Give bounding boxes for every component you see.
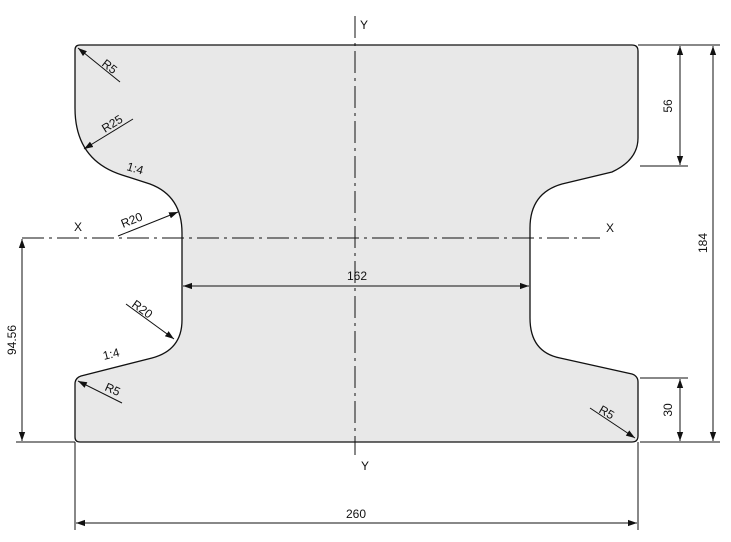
label-slope-lower: 1:4 — [101, 345, 121, 363]
label-slope-upper: 1:4 — [125, 159, 145, 177]
x-axis-label-left: X — [74, 220, 82, 234]
leader-r5-bottom-left — [77, 380, 123, 404]
y-axis-label-bottom: Y — [361, 459, 369, 473]
leader-r25 — [83, 118, 134, 150]
label-r20-lower: R20 — [129, 297, 155, 321]
dim-text-bottom-flange: 30 — [661, 403, 675, 417]
y-axis-label-top: Y — [360, 18, 368, 32]
dim-text-base-width: 260 — [346, 507, 366, 521]
dim-text-top-flange: 56 — [661, 99, 675, 113]
rail-profile — [74, 44, 639, 443]
leader-r5-bottom-right — [589, 407, 636, 439]
extension-lines — [16, 44, 720, 530]
label-r5-bottom-right: R5 — [597, 402, 618, 422]
leader-r20-lower — [125, 303, 175, 340]
label-r5-bottom-left: R5 — [103, 380, 123, 399]
dim-text-neutral-axis: 94.56 — [5, 325, 19, 355]
label-r20-upper: R20 — [119, 209, 145, 230]
dim-text-overall-height: 184 — [696, 233, 710, 253]
dim-text-web-width: 162 — [347, 269, 367, 283]
leader-r20-upper — [117, 211, 179, 237]
leader-r5-top-left — [77, 47, 121, 83]
x-axis-label-right: X — [606, 221, 614, 235]
